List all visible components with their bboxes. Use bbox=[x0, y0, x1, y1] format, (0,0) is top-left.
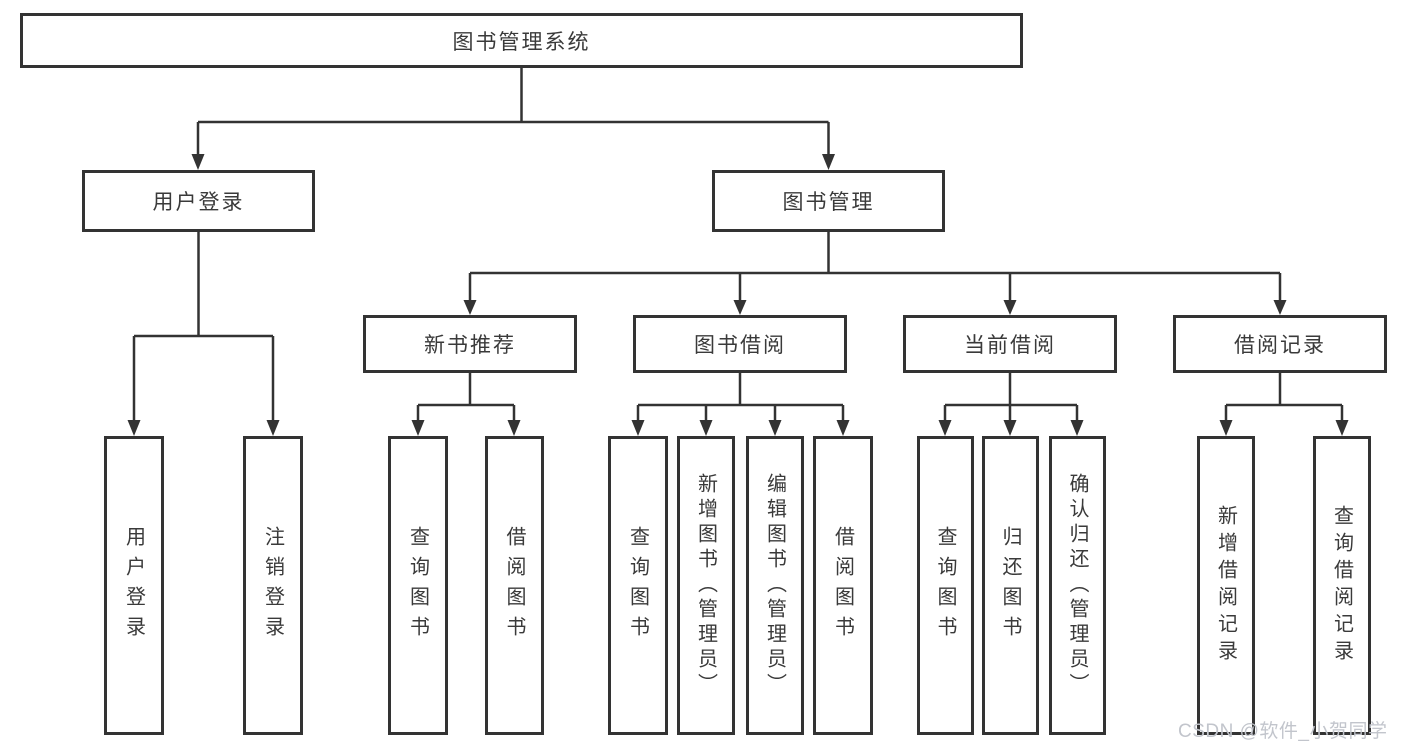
node-current-borrow: 当前借阅 bbox=[903, 315, 1117, 373]
node-book-management: 图书管理 bbox=[712, 170, 945, 232]
connector-book-management-branch bbox=[468, 232, 1282, 300]
node-add-borrow-record: 新增借阅记录 bbox=[1197, 436, 1255, 735]
node-label: 确认归还（管理员） bbox=[1066, 473, 1088, 698]
connector-current-branch bbox=[943, 373, 1079, 420]
node-label: 图书借阅 bbox=[694, 334, 786, 357]
node-label: 新书推荐 bbox=[424, 334, 516, 357]
node-query-books-borrow: 查询图书 bbox=[608, 436, 668, 735]
node-query-books-current: 查询图书 bbox=[917, 436, 974, 735]
node-new-book-recommend: 新书推荐 bbox=[363, 315, 577, 373]
node-borrow-records: 借阅记录 bbox=[1173, 315, 1387, 373]
node-query-books-recommend: 查询图书 bbox=[388, 436, 448, 735]
node-label: 查询图书 bbox=[934, 525, 956, 646]
arrowheads-level3 bbox=[463, 300, 1287, 315]
node-add-books-admin: 新增图书（管理员） bbox=[677, 436, 735, 735]
node-label: 借阅记录 bbox=[1234, 334, 1326, 357]
node-label: 查询图书 bbox=[406, 525, 429, 646]
node-borrow-books-recommend: 借阅图书 bbox=[485, 436, 544, 735]
node-confirm-return-admin: 确认归还（管理员） bbox=[1049, 436, 1106, 735]
connector-borrow-branch bbox=[636, 373, 845, 420]
connector-recommend-branch bbox=[416, 373, 516, 420]
node-label: 图书管理系统 bbox=[452, 30, 591, 54]
arrowheads-leaf bbox=[411, 420, 1349, 436]
node-label: 图书管理 bbox=[782, 191, 875, 214]
node-label: 归还图书 bbox=[999, 525, 1021, 646]
node-label: 借阅图书 bbox=[831, 525, 854, 646]
node-label: 新增图书（管理员） bbox=[694, 473, 717, 698]
node-edit-books-admin: 编辑图书（管理员） bbox=[746, 436, 804, 735]
node-label: 用户登录 bbox=[122, 525, 145, 646]
connector-root-to-level2 bbox=[196, 68, 830, 154]
node-book-borrow: 图书借阅 bbox=[633, 315, 847, 373]
connector-records-branch bbox=[1224, 373, 1344, 420]
node-label: 注销登录 bbox=[261, 525, 284, 646]
node-query-borrow-record: 查询借阅记录 bbox=[1313, 436, 1371, 735]
node-label: 新增借阅记录 bbox=[1214, 504, 1237, 667]
node-return-books: 归还图书 bbox=[982, 436, 1039, 735]
node-label: 借阅图书 bbox=[503, 525, 525, 646]
csdn-watermark: CSDN @软件_小贺同学 bbox=[1178, 721, 1388, 742]
node-label: 用户登录 bbox=[152, 191, 245, 214]
connector-user-login-branch bbox=[132, 232, 275, 420]
node-label: 编辑图书（管理员） bbox=[763, 473, 786, 698]
node-root-system: 图书管理系统 bbox=[20, 13, 1023, 68]
arrowheads-user-login-branch bbox=[127, 420, 280, 436]
node-user-login-action: 用户登录 bbox=[104, 436, 164, 735]
node-user-login: 用户登录 bbox=[82, 170, 315, 232]
node-label: 查询借阅记录 bbox=[1330, 504, 1353, 667]
node-label: 查询图书 bbox=[626, 525, 649, 646]
arrowheads-level2 bbox=[191, 154, 835, 170]
node-logout-action: 注销登录 bbox=[243, 436, 303, 735]
node-borrow-books: 借阅图书 bbox=[813, 436, 873, 735]
node-label: 当前借阅 bbox=[964, 334, 1056, 357]
